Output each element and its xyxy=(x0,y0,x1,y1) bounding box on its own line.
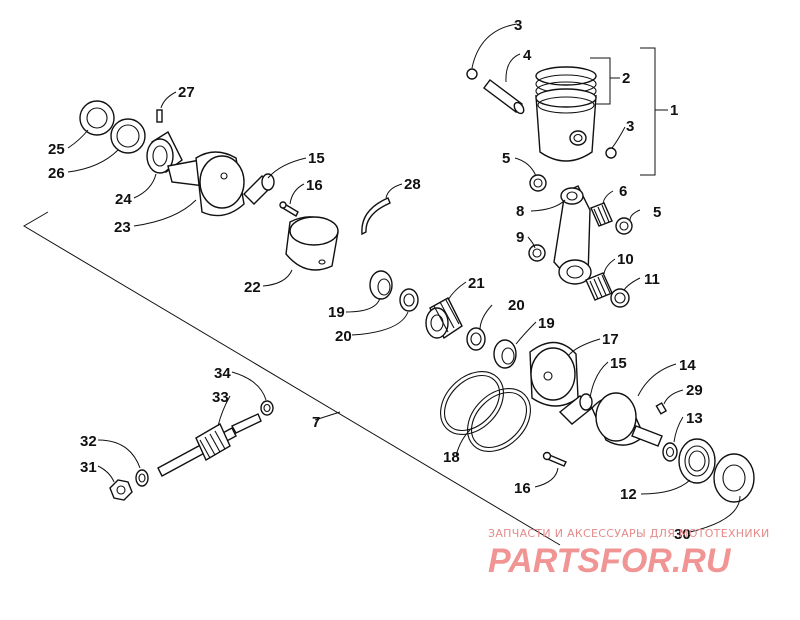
piston-pin xyxy=(483,79,525,115)
leader-lines xyxy=(67,23,741,533)
woodruff-key-29 xyxy=(655,402,668,415)
crank-pin-upper xyxy=(243,173,275,205)
crank-bearing-26 xyxy=(110,118,146,154)
right-crank-half xyxy=(529,341,579,407)
washer-20-right xyxy=(466,327,486,351)
washer-34 xyxy=(260,400,274,416)
piston-bracket xyxy=(590,47,668,176)
bearing-12 xyxy=(678,438,716,484)
callout-26: 26 xyxy=(48,165,65,182)
callout-23: 23 xyxy=(114,219,131,236)
callout-17: 17 xyxy=(602,331,619,348)
washer-19-left xyxy=(369,270,393,300)
washer-19-right xyxy=(493,339,517,369)
shaft-33 xyxy=(157,413,262,477)
assembly-outline xyxy=(23,211,561,546)
callout-9: 9 xyxy=(516,229,524,246)
watermark: ЗАПЧАСТИ И АКСЕССУАРЫ ДЛЯ МОТОТЕХНИКИ PA… xyxy=(488,527,770,580)
callout-14: 14 xyxy=(679,357,696,374)
crank-pin-lower xyxy=(558,393,594,425)
piston xyxy=(535,66,597,162)
callout-11: 11 xyxy=(644,271,660,288)
snap-ring-28 xyxy=(361,197,391,236)
big-end-bearing xyxy=(585,272,613,301)
small-end-bearing xyxy=(590,202,613,227)
callout-19-left: 19 xyxy=(328,304,345,321)
callout-18: 18 xyxy=(443,449,460,466)
crank-bearing-24 xyxy=(146,130,183,174)
watermark-tagline: ЗАПЧАСТИ И АКСЕССУАРЫ ДЛЯ МОТОТЕХНИКИ xyxy=(488,527,770,540)
callout-22: 22 xyxy=(244,279,261,296)
callout-10: 10 xyxy=(617,251,634,268)
crank-shaft-14 xyxy=(591,392,663,447)
seal-30 xyxy=(713,453,755,503)
thrust-washer-upper-left xyxy=(529,174,547,192)
callout-25: 25 xyxy=(48,141,65,158)
washer-32 xyxy=(135,469,149,487)
callout-28: 28 xyxy=(404,176,421,193)
callout-20-left: 20 xyxy=(335,328,352,345)
washer-20-left xyxy=(399,288,419,312)
left-crank-half xyxy=(167,151,245,217)
callout-3-top: 3 xyxy=(514,17,522,34)
nut-31 xyxy=(109,479,133,501)
bolt-upper xyxy=(279,201,299,217)
callout-29: 29 xyxy=(686,382,703,399)
callout-27: 27 xyxy=(178,84,195,101)
callout-21: 21 xyxy=(468,275,485,292)
callout-8: 8 xyxy=(516,203,524,220)
crank-seal-25 xyxy=(79,100,115,136)
callout-24: 24 xyxy=(115,191,132,208)
needle-bearing-21 xyxy=(425,297,463,340)
dowel-pin-27 xyxy=(156,109,163,123)
callout-20-right: 20 xyxy=(508,297,525,314)
callout-32: 32 xyxy=(80,433,97,450)
callout-3-right: 3 xyxy=(626,118,634,135)
circlip-left xyxy=(466,68,478,80)
callout-labels: 1 2 3 3 4 5 5 6 7 8 9 10 11 12 13 14 15 … xyxy=(48,17,703,543)
callout-33: 33 xyxy=(212,389,229,406)
callout-12: 12 xyxy=(620,486,637,503)
callout-16-lower: 16 xyxy=(514,480,531,497)
callout-7: 7 xyxy=(312,414,320,431)
thrust-washer-upper-right xyxy=(615,217,633,235)
connecting-rod xyxy=(553,185,592,285)
retaining-rings-18 xyxy=(440,371,531,452)
callout-5-lower: 5 xyxy=(653,204,661,221)
shim-13 xyxy=(662,442,678,462)
circlip-right xyxy=(605,147,617,159)
thrust-washer-lower-left xyxy=(528,244,546,262)
callout-31: 31 xyxy=(80,459,97,476)
crank-weight-22 xyxy=(285,216,339,271)
callout-30: 30 xyxy=(674,526,691,543)
bolt-lower xyxy=(542,451,567,467)
callout-19-right: 19 xyxy=(538,315,555,332)
callout-2: 2 xyxy=(622,70,630,87)
thrust-washer-lower-right xyxy=(610,288,630,308)
callout-34: 34 xyxy=(214,365,231,382)
callout-5-upper: 5 xyxy=(502,150,510,167)
watermark-brand: PARTSFOR.RU xyxy=(488,542,732,580)
callout-15-upper: 15 xyxy=(308,150,325,167)
callout-4: 4 xyxy=(523,47,532,64)
callout-15-lower: 15 xyxy=(610,355,627,372)
callout-13: 13 xyxy=(686,410,703,427)
callout-16-upper: 16 xyxy=(306,177,323,194)
callout-1: 1 xyxy=(670,102,678,119)
callout-6: 6 xyxy=(619,183,627,200)
